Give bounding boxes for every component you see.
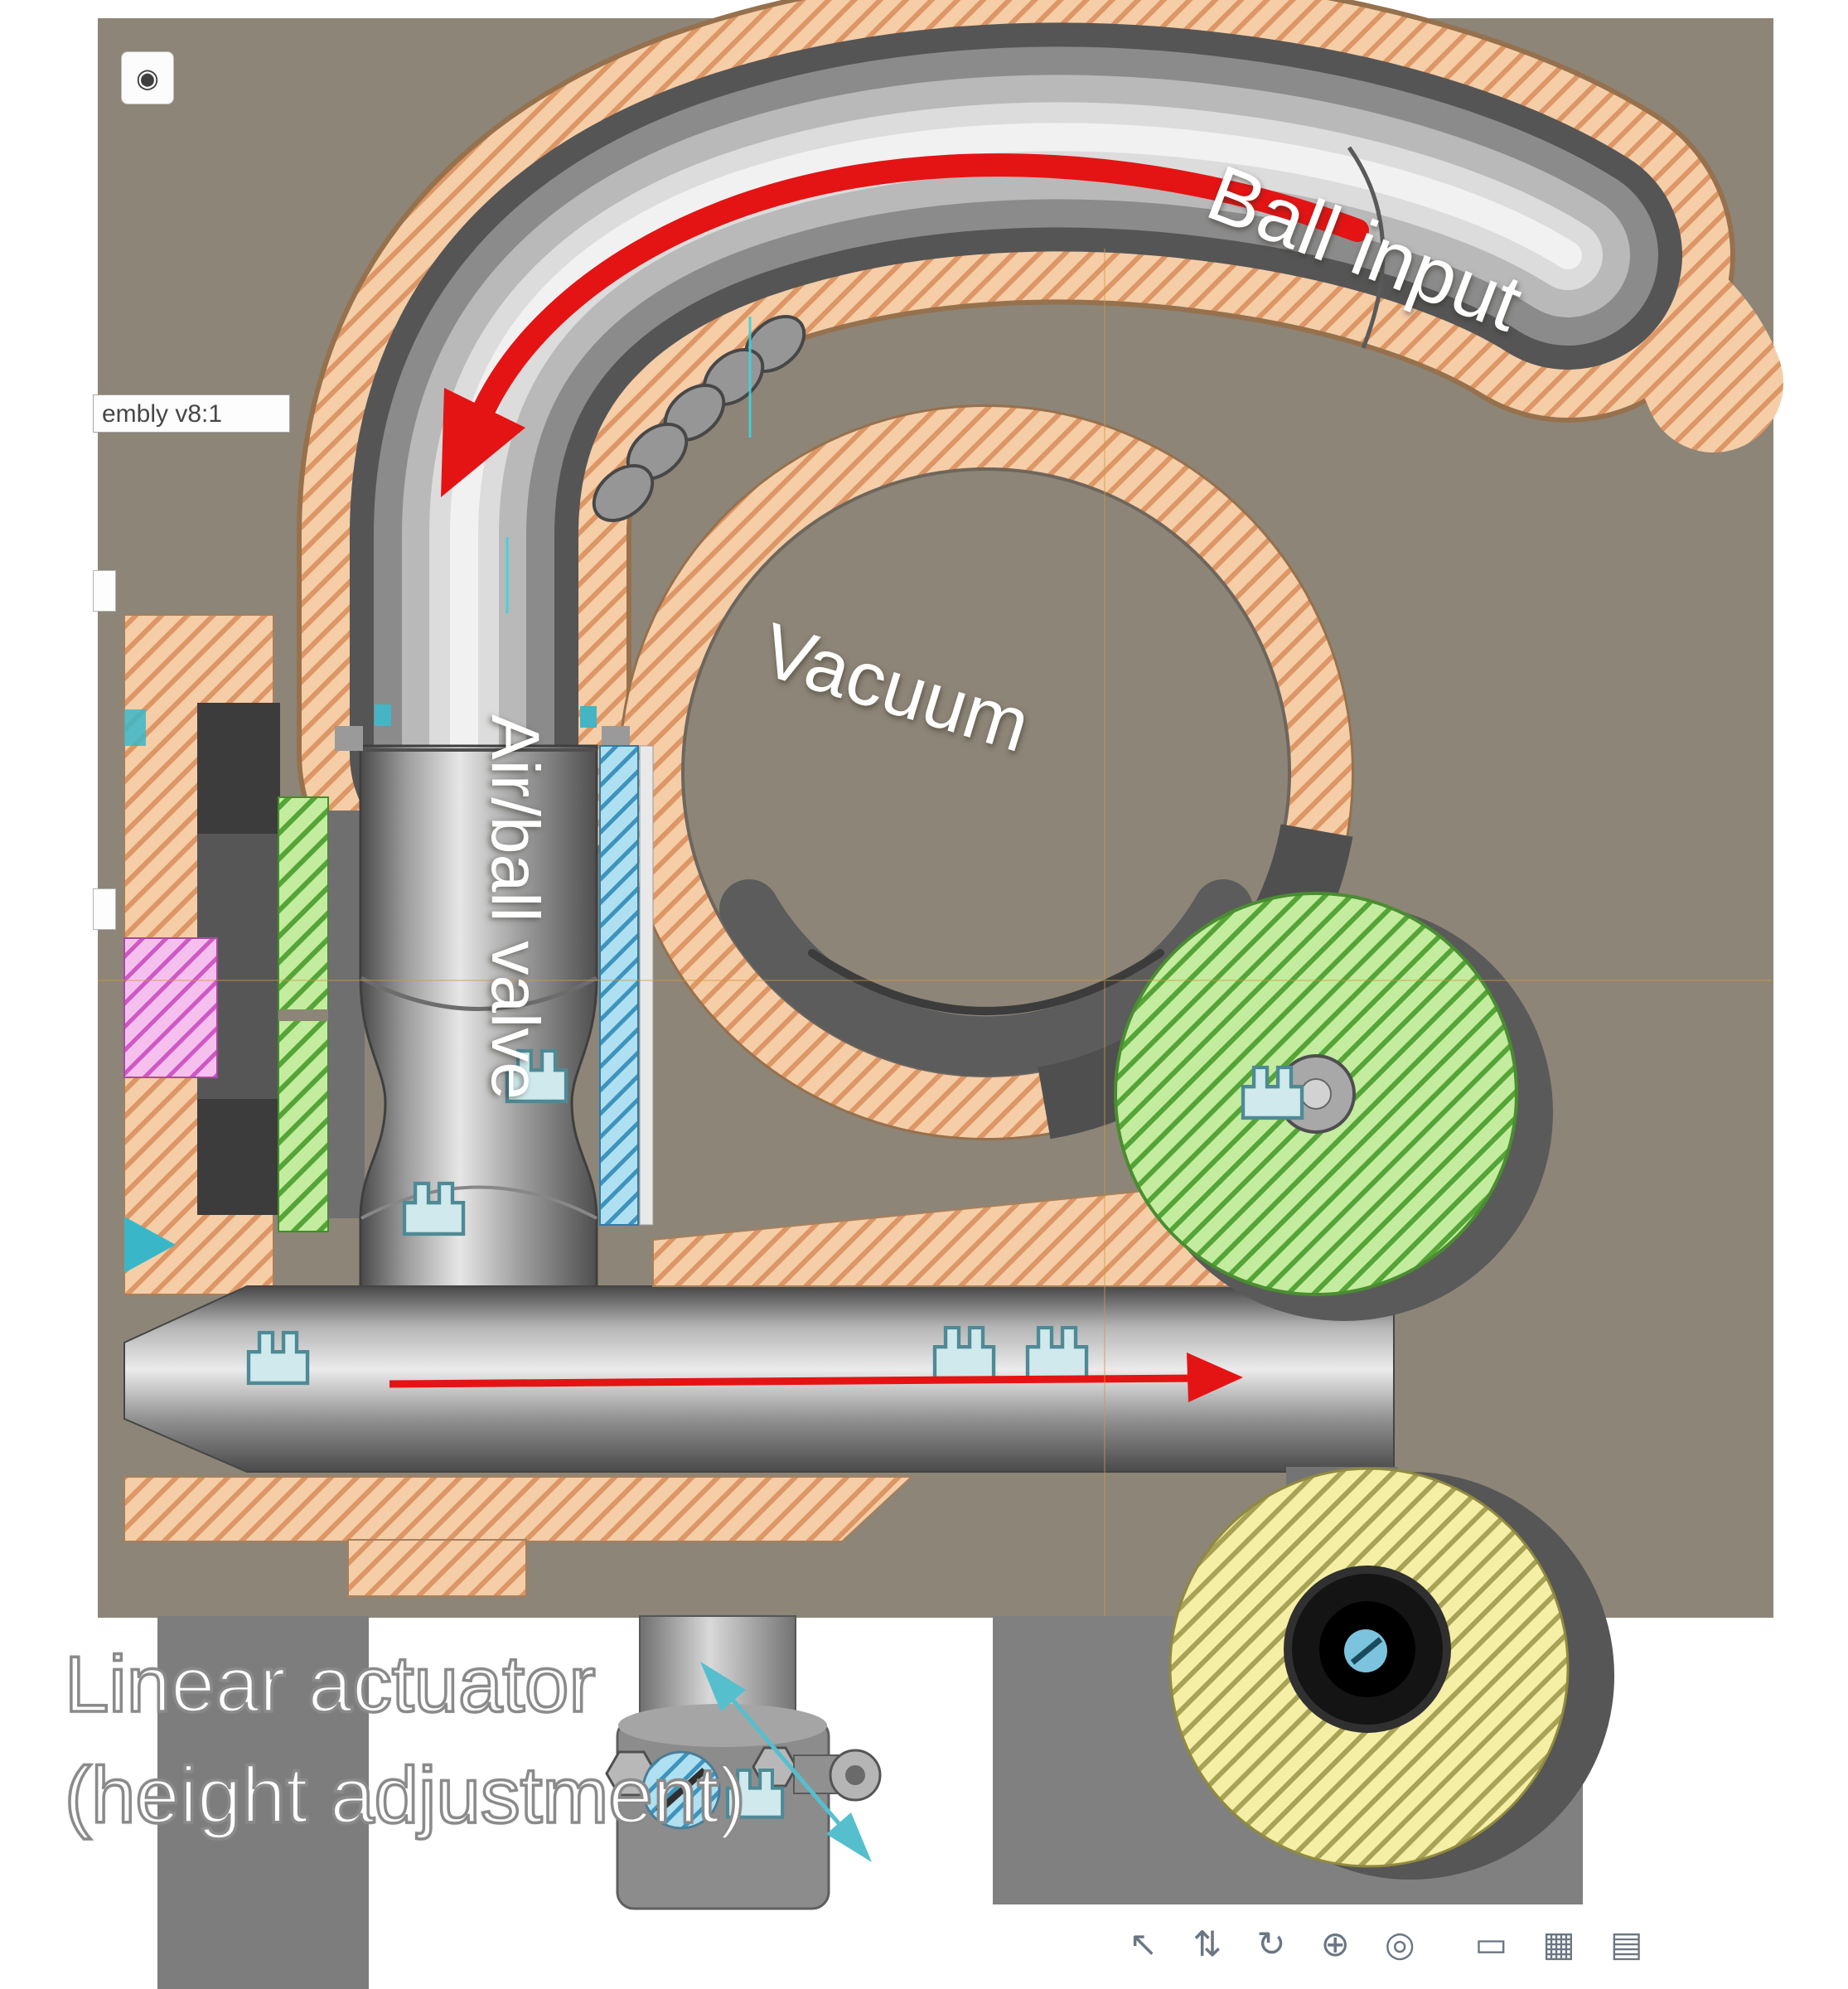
left-machinery <box>123 614 365 1295</box>
orbit-icon[interactable]: ↻ <box>1256 1924 1286 1963</box>
annotation-linear-actuator: Linear actuator <box>63 1638 597 1730</box>
annotation-height-adjustment: (height adjustment) <box>63 1749 747 1841</box>
display-bar-icon[interactable]: ▭ <box>1474 1924 1508 1963</box>
grid-display-icon[interactable]: ▦ <box>1542 1924 1575 1963</box>
select-icon[interactable]: ↖ <box>1129 1924 1159 1963</box>
origin-icon: ◉ <box>136 63 159 93</box>
origin-axes <box>98 249 1772 1616</box>
origin-visibility-toggle[interactable]: ◉ <box>121 51 174 104</box>
look-at-icon[interactable]: ◎ <box>1384 1924 1415 1963</box>
bottom-toolbar: ↖ ⇅ ↻ ⊕ ◎ ▭ ▦ ▤ <box>1129 1921 1643 1967</box>
air-ball-valve-body <box>335 704 654 1295</box>
construction-lines <box>506 317 752 613</box>
frame-slab-left <box>157 1616 369 1989</box>
annotation-air-ball-valve: Air/ball valve <box>477 714 553 1100</box>
green-roller-wheel <box>1114 892 1553 1321</box>
browser-tree-fragment <box>93 888 116 930</box>
browser-tree-fragment <box>93 570 116 612</box>
document-version-label[interactable]: embly v8:1 <box>93 394 290 433</box>
ball-input-flow-arrow <box>441 153 1369 497</box>
linear-actuator-assembly <box>605 1615 882 1910</box>
fit-icon[interactable]: ⇅ <box>1192 1924 1222 1963</box>
ball-exit-flow-arrow <box>389 1353 1243 1402</box>
ball-cluster <box>592 315 806 522</box>
zoom-icon[interactable]: ⊕ <box>1320 1924 1350 1963</box>
layout-display-icon[interactable]: ▤ <box>1609 1924 1643 1963</box>
yellow-roller-wheel <box>1168 1467 1614 1880</box>
